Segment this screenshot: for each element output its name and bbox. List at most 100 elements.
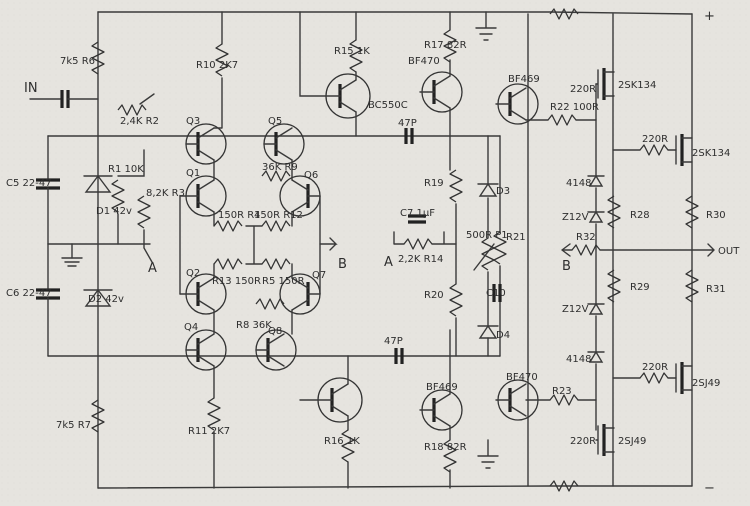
- r8-resistor: [255, 298, 285, 310]
- ground-symbol-bottom: [477, 439, 499, 469]
- d4-label: D4: [496, 330, 510, 341]
- output-arrow: [691, 243, 715, 257]
- r19-resistor: [449, 169, 463, 203]
- r9-resistor: [261, 170, 291, 182]
- d4148-bottom-label: 4148: [566, 354, 591, 365]
- r6-resistor: [91, 41, 105, 75]
- r4-resistor: [213, 220, 243, 232]
- d1-zener: [83, 174, 113, 193]
- 2sk134-right-label: 2SK134: [692, 148, 730, 159]
- c10-capacitor: [492, 284, 502, 302]
- c47p-bottom: [394, 348, 404, 364]
- r23-resistor: [549, 394, 579, 406]
- node-b-right: B: [562, 259, 571, 274]
- r14-label: 2,2K R14: [398, 254, 443, 265]
- gate-220r-b-label: 220R: [642, 134, 668, 145]
- c10-label: C10: [486, 288, 506, 299]
- q3-label: Q3: [186, 116, 200, 127]
- r7-resistor: [91, 399, 105, 433]
- p1-arrow: [473, 243, 495, 271]
- r13-label: R13 150R: [212, 276, 261, 287]
- r10-label: R10 2K7: [196, 60, 238, 71]
- q8-transistor: [255, 329, 297, 371]
- c47p-bottom-label: 47P: [384, 336, 403, 347]
- 2sk134-left-label: 2SK134: [618, 80, 656, 91]
- r15-resistor: [349, 39, 363, 73]
- gate-220r-a-label: 220R: [570, 84, 596, 95]
- r15-label: R15 1K: [334, 46, 370, 57]
- r20-label: R20: [424, 290, 444, 301]
- d3-label: D3: [496, 186, 510, 197]
- r22-label: R22 100R: [550, 102, 599, 113]
- bc550c-transistor: [325, 73, 371, 119]
- r2-potentiometer: [117, 104, 147, 116]
- r7-label: 7k5 R7: [56, 420, 91, 431]
- d2-zener: [83, 288, 113, 307]
- rail-resistor-top: [549, 8, 579, 20]
- r20-resistor: [449, 283, 463, 317]
- output-label: OUT: [718, 246, 740, 257]
- q8-label: Q8: [268, 326, 282, 337]
- bf470-bottom-label: BF470: [506, 372, 538, 383]
- bf470-top-label: BF470: [408, 56, 440, 67]
- q6-label: Q6: [304, 170, 318, 181]
- r14-resistor: [403, 238, 433, 250]
- r4-label: 150R R4: [218, 210, 261, 221]
- d2-label: D2 42v: [88, 294, 124, 305]
- bf470-top-transistor: [419, 71, 463, 113]
- r6-label: 7k5 R6: [60, 56, 95, 67]
- r23-label: R23: [552, 386, 572, 397]
- node-a-left: A: [148, 261, 157, 276]
- r3-resistor: [137, 195, 151, 229]
- r1-label: R1 10K: [108, 164, 144, 175]
- r2-wiper: [139, 93, 155, 105]
- 2sk134-left-mosfet: [595, 68, 615, 100]
- z12v-bottom-label: Z12V: [562, 304, 589, 315]
- r30-label: R30: [706, 210, 726, 221]
- q1-label: Q1: [186, 168, 200, 179]
- diff-pair-wiring: [179, 159, 321, 335]
- plus-rail-label: +: [704, 9, 715, 24]
- node-b-left: B: [338, 257, 347, 272]
- r8-label: R8 36K: [236, 320, 272, 331]
- q5-transistor: [263, 123, 305, 165]
- q2-transistor: [179, 273, 227, 315]
- c6-label: C6 22-47: [6, 288, 52, 299]
- r29-resistor: [607, 269, 621, 303]
- q7-label: Q7: [312, 270, 326, 281]
- 2sj49-left-label: 2SJ49: [618, 436, 646, 447]
- input-stage: [29, 90, 99, 108]
- r12-resistor: [261, 220, 291, 232]
- q2-label: Q2: [186, 268, 200, 279]
- d4148-top-label: 4148: [566, 178, 591, 189]
- bf469-top-transistor: [495, 83, 539, 125]
- gate-220r-d-label: 220R: [570, 436, 596, 447]
- 2sj49-left-mosfet: [595, 424, 615, 456]
- r5-resistor: [261, 258, 291, 270]
- bf470-bottom-transistor: [495, 379, 539, 421]
- r28-resistor: [607, 195, 621, 229]
- input-label: IN: [24, 81, 38, 96]
- r32-resistor: [571, 244, 601, 256]
- r1-resistor: [111, 179, 125, 213]
- r12-label: 150R R12: [254, 210, 303, 221]
- r13-resistor: [213, 258, 243, 270]
- r3-label: 8,2K R3: [146, 188, 185, 199]
- c5-label: C5 22-47: [6, 178, 52, 189]
- z12v-top-label: Z12V: [562, 212, 589, 223]
- mid-wiring: [245, 225, 263, 265]
- r28-label: R28: [630, 210, 650, 221]
- r17-label: R17 82R: [424, 40, 467, 51]
- r16-resistor: [341, 429, 355, 463]
- r2-label: 2,4K R2: [120, 116, 159, 127]
- r18-resistor: [443, 439, 457, 473]
- q4-transistor: [185, 329, 227, 371]
- r11-label: R11 2K7: [188, 426, 230, 437]
- r31-resistor: [685, 269, 699, 303]
- r19-label: R19: [424, 178, 444, 189]
- q4-label: Q4: [184, 322, 198, 333]
- ground-symbol-top: [475, 11, 497, 41]
- bf469-top-label: BF469: [508, 74, 540, 85]
